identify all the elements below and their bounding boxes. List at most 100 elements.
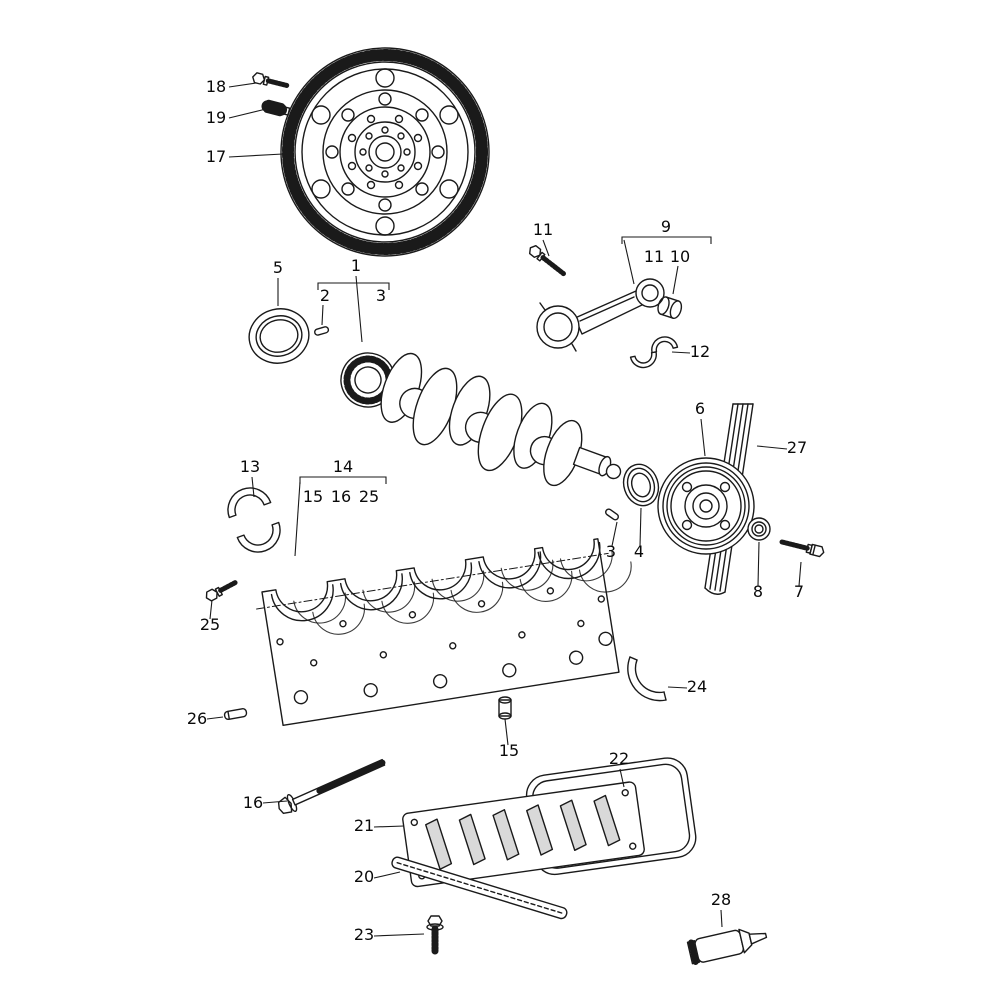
part-callout-21: 21 (354, 816, 374, 835)
part-callout-4: 4 (634, 542, 644, 561)
tube-crimp (688, 939, 699, 965)
bolt-part-18 (252, 72, 290, 88)
bracket-group-14-15-16-25 (299, 476, 387, 484)
part-callout-5: 5 (273, 258, 283, 277)
part-callout-1: 1 (351, 256, 361, 275)
diagram-artwork (205, 47, 825, 965)
bolt-threads (218, 579, 239, 593)
leader-line-1 (355, 275, 363, 343)
bracket-group-9-drop (623, 239, 635, 285)
rod-bolt-part-11 (528, 244, 566, 277)
bracket-group-14-drop (294, 481, 301, 557)
bolt-threads (540, 255, 566, 277)
leader-line-3 (611, 521, 618, 547)
part-callout-15: 15 (499, 741, 519, 760)
part-callout-19: 19 (206, 108, 226, 127)
leader-line-21 (373, 825, 405, 828)
crankshaft-part-1 (340, 352, 622, 487)
bolt-part-23 (426, 915, 444, 955)
dowel-part-26 (223, 708, 248, 721)
thrust-washer-part-24 (627, 656, 667, 702)
oil-baffle-part-21 (402, 781, 645, 888)
knurl-texture (261, 100, 288, 116)
bolt-threads (316, 759, 386, 794)
part-callout-3: 3 (376, 286, 386, 305)
dowel-sleeve-part-15 (498, 696, 512, 720)
washer-part-8 (747, 517, 771, 541)
rod-bearing-shells-part-12 (629, 336, 679, 369)
pin-part-3 (605, 508, 619, 521)
leader-line-4 (639, 507, 642, 547)
part-callout-11: 11 (533, 220, 553, 239)
leader-line-10 (672, 265, 679, 295)
part-callout-12: 12 (690, 342, 710, 361)
leader-line-23 (373, 933, 425, 937)
part-callout-28: 28 (711, 890, 731, 909)
bolt-threads (265, 78, 290, 88)
leader-line-15 (504, 718, 509, 746)
leader-line-26 (206, 716, 224, 720)
part-callout-26: 26 (187, 709, 207, 728)
part-callout-13: 13 (240, 457, 260, 476)
leader-line-22 (619, 768, 625, 788)
leader-line-8 (757, 541, 760, 587)
part-callout-2: 2 (320, 286, 330, 305)
leader-lines-layer (206, 82, 802, 937)
seal-part-4 (622, 463, 660, 507)
part-callout-8: 8 (753, 582, 763, 601)
seal-part-5 (248, 308, 310, 364)
gasket-strip-part-20 (391, 856, 568, 920)
part-callout-15: 15 (303, 487, 323, 506)
ring-gear-teeth (282, 49, 488, 255)
part-callout-11: 11 (644, 247, 664, 266)
part-callout-6: 6 (695, 399, 705, 418)
bolt-threads (779, 539, 810, 551)
leader-line-13 (251, 476, 255, 498)
leader-line-27 (756, 445, 788, 450)
bracket-group-1-2-3 (317, 282, 390, 290)
part-callout-9: 9 (661, 217, 671, 236)
leader-line-16 (262, 800, 288, 804)
part-callout-16: 16 (331, 487, 351, 506)
leader-line-28 (720, 909, 723, 928)
part-callout-27: 27 (787, 438, 807, 457)
bolt-part-25 (205, 579, 239, 602)
case-centerline (256, 552, 609, 610)
leader-line-12 (671, 351, 691, 354)
part-callout-10: 10 (670, 247, 690, 266)
part-callout-16: 16 (243, 793, 263, 812)
part-callout-17: 17 (206, 147, 226, 166)
pulley-part-6 (657, 457, 755, 555)
leader-line-17 (228, 153, 284, 158)
leader-line-19 (228, 108, 267, 119)
part-callout-14: 14 (333, 457, 353, 476)
leader-line-18 (228, 82, 257, 88)
connecting-rod-part-9 (536, 278, 665, 352)
bracket-group-9 (621, 236, 712, 244)
part-callout-7: 7 (794, 582, 804, 601)
bolt-part-7 (779, 539, 825, 558)
part-callout-23: 23 (354, 925, 374, 944)
leader-line-2 (321, 304, 324, 326)
leader-line-7 (798, 561, 802, 587)
part-callout-18: 18 (206, 77, 226, 96)
flywheel-part-17 (280, 47, 490, 257)
sealant-tube-part-28 (686, 928, 768, 965)
leader-line-24 (667, 686, 688, 689)
crankcase-part-14 (256, 538, 632, 727)
pin-part-2 (314, 326, 330, 336)
main-bolt-part-16 (277, 758, 386, 815)
part-callout-24: 24 (687, 677, 707, 696)
part-callout-20: 20 (354, 867, 374, 886)
leader-line-20 (373, 871, 401, 879)
bushing-part-10 (657, 296, 683, 320)
leader-line-25 (209, 599, 213, 620)
leader-line-6 (700, 418, 706, 457)
part-callout-22: 22 (609, 749, 629, 768)
part-callout-3: 3 (606, 542, 616, 561)
part-callout-25: 25 (200, 615, 220, 634)
sleeve-part-19 (261, 99, 291, 117)
